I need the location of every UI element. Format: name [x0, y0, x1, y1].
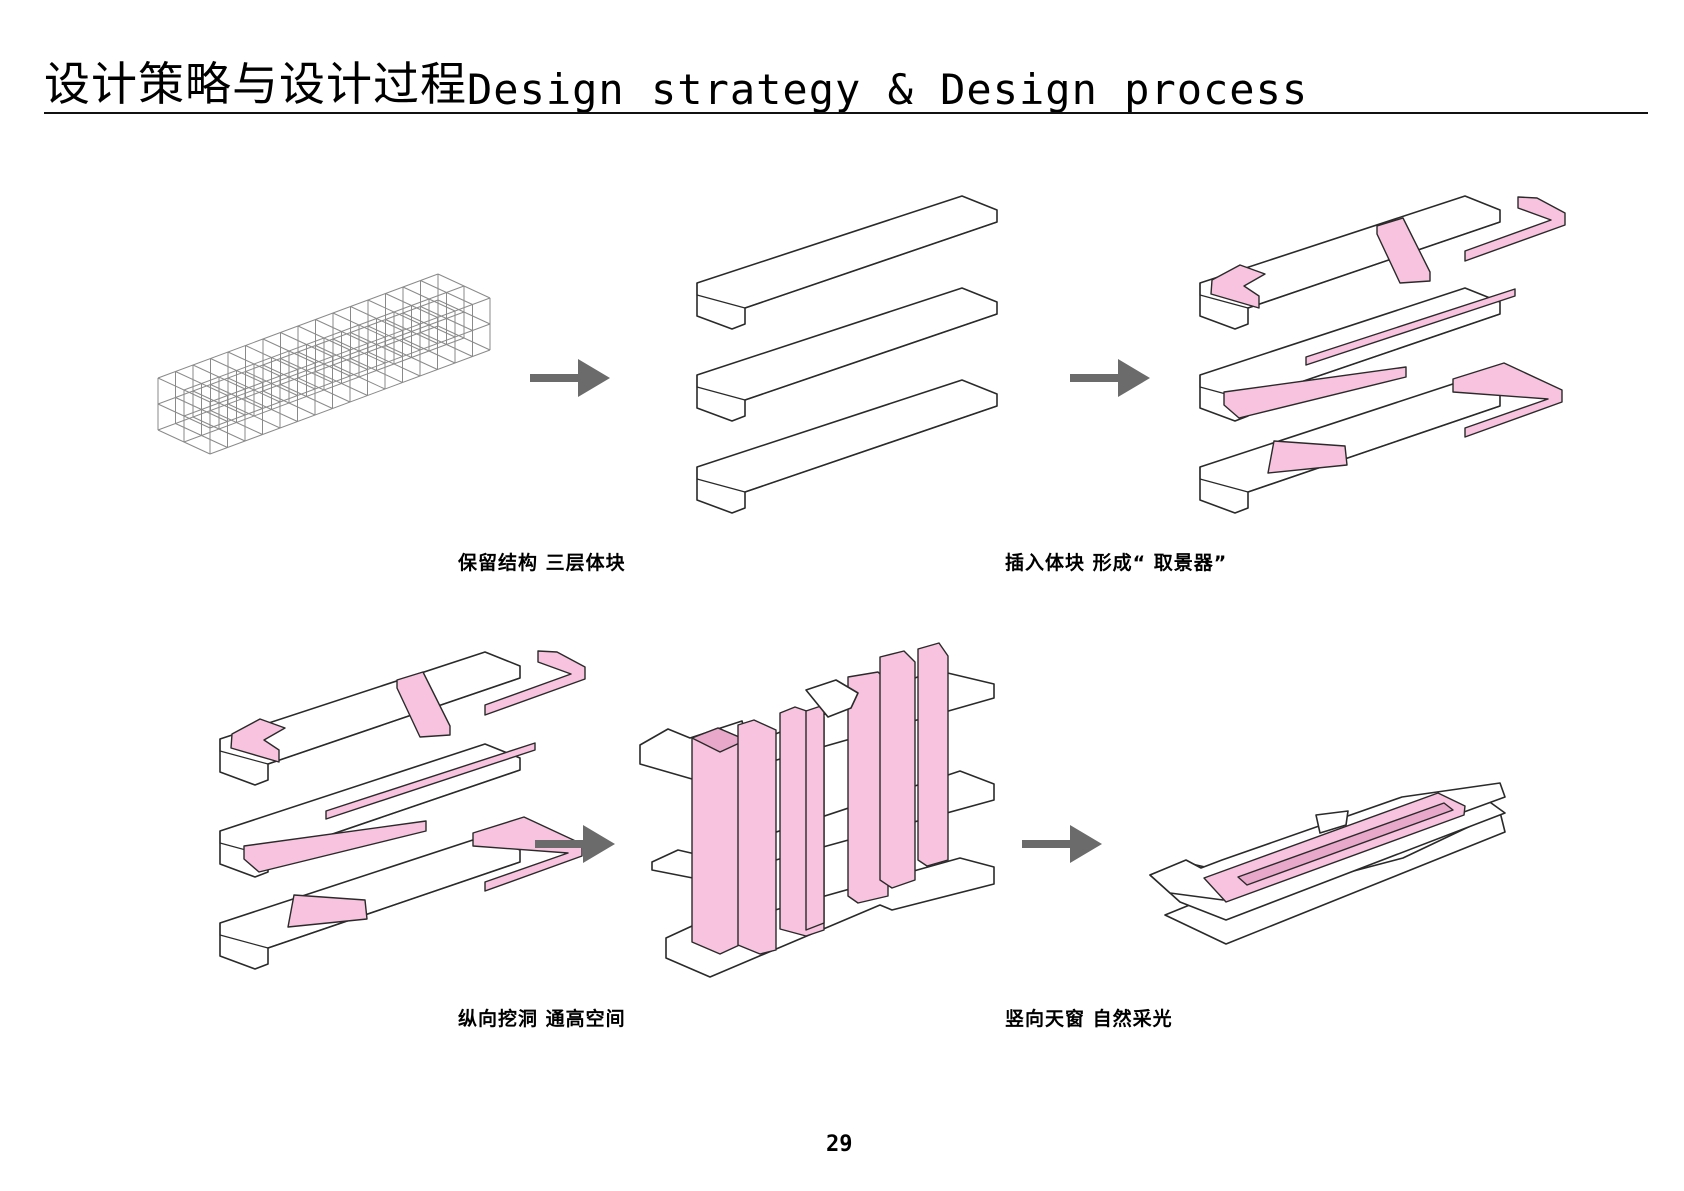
title-underline — [44, 112, 1648, 114]
caption-insert-volumes: 插入体块 形成“ 取景器” — [1005, 552, 1228, 574]
arrow-right-icon — [530, 359, 610, 397]
caption-skylight: 竖向天窗 自然采光 — [1005, 1008, 1173, 1030]
vertical-voids-diagram — [639, 642, 995, 978]
page-title-en: Design strategy & Design process — [467, 65, 1309, 114]
arrow-right-icon — [1022, 825, 1102, 863]
caption-vertical-voids: 纵向挖洞 通高空间 — [458, 1008, 626, 1030]
page-number: 29 — [826, 1132, 853, 1157]
inserted-volumes-repeat — [219, 650, 586, 970]
page-title: 设计策略与设计过程Design strategy & Design proces… — [44, 48, 1308, 114]
caption-keep-structure: 保留结构 三层体块 — [458, 552, 626, 574]
vertical-skylight-diagram — [1149, 782, 1506, 945]
inserted-volumes-diagram — [1199, 195, 1566, 514]
page-title-cn: 设计策略与设计过程 — [44, 57, 467, 111]
three-layer-slabs — [696, 195, 998, 514]
arrow-right-icon — [1070, 359, 1150, 397]
retained-structure-frame — [157, 273, 491, 455]
